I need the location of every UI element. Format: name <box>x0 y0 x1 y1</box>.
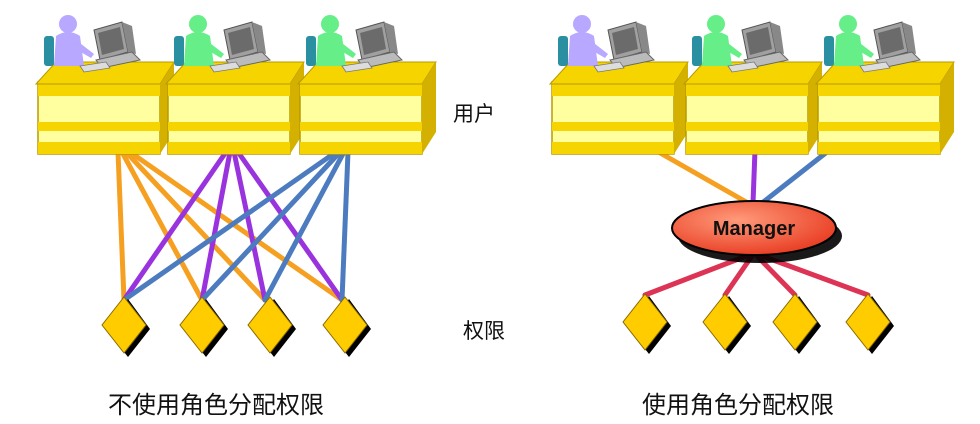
permission-diamond-right-3 <box>772 293 821 354</box>
person-icon <box>834 15 874 66</box>
users-group-left <box>34 15 437 155</box>
user-workstation-right-2 <box>682 15 823 155</box>
manager-role-node: Manager <box>671 200 842 263</box>
users-label: 用户 <box>453 102 495 126</box>
caption-with-roles: 使用角色分配权限 <box>642 391 834 419</box>
permission-diamond-left-3 <box>247 296 296 357</box>
person-icon <box>54 15 94 66</box>
connection-line <box>123 149 268 303</box>
connection-line <box>199 149 233 303</box>
user-workstation-left-1 <box>34 15 175 155</box>
user-workstation-left-3 <box>296 15 437 155</box>
computer-icon <box>209 21 272 73</box>
connection-line <box>121 149 229 303</box>
connection-line <box>231 149 268 303</box>
caption-without-roles: 不使用角色分配权限 <box>108 391 324 419</box>
computer-icon <box>727 21 790 73</box>
user-workstation-left-2 <box>164 15 305 155</box>
computer-icon <box>341 21 404 73</box>
computer-icon <box>79 21 142 73</box>
permission-diamond-right-4 <box>845 293 894 354</box>
connection-line <box>339 149 351 303</box>
connection-line <box>119 149 205 303</box>
users-group-right <box>548 15 955 155</box>
permission-diamond-left-4 <box>322 296 371 357</box>
connection-line <box>127 149 345 303</box>
permissions-group-left <box>101 296 371 357</box>
computer-icon <box>593 21 656 73</box>
person-icon <box>568 15 608 66</box>
manager-label: Manager <box>713 218 795 240</box>
permission-diamond-left-2 <box>179 296 228 357</box>
user-workstation-right-1 <box>548 15 689 155</box>
connection-line <box>115 149 127 303</box>
person-icon <box>702 15 742 66</box>
permissions-label: 权限 <box>463 319 505 343</box>
connection-line <box>262 149 347 303</box>
connection-line <box>759 145 835 206</box>
permission-diamond-right-2 <box>702 293 751 354</box>
connection-line <box>199 149 343 303</box>
direct-permission-lines <box>115 149 351 303</box>
connection-line <box>235 149 345 303</box>
connection-line <box>652 147 751 206</box>
computer-icon <box>859 21 922 73</box>
connection-line <box>121 149 339 303</box>
permission-diamond-left-1 <box>101 296 150 357</box>
connection-line <box>750 147 758 206</box>
person-icon <box>184 15 224 66</box>
permissions-group-right <box>622 293 894 354</box>
user-workstation-right-3 <box>814 15 955 155</box>
person-icon <box>316 15 356 66</box>
permission-diamond-right-1 <box>622 293 671 354</box>
